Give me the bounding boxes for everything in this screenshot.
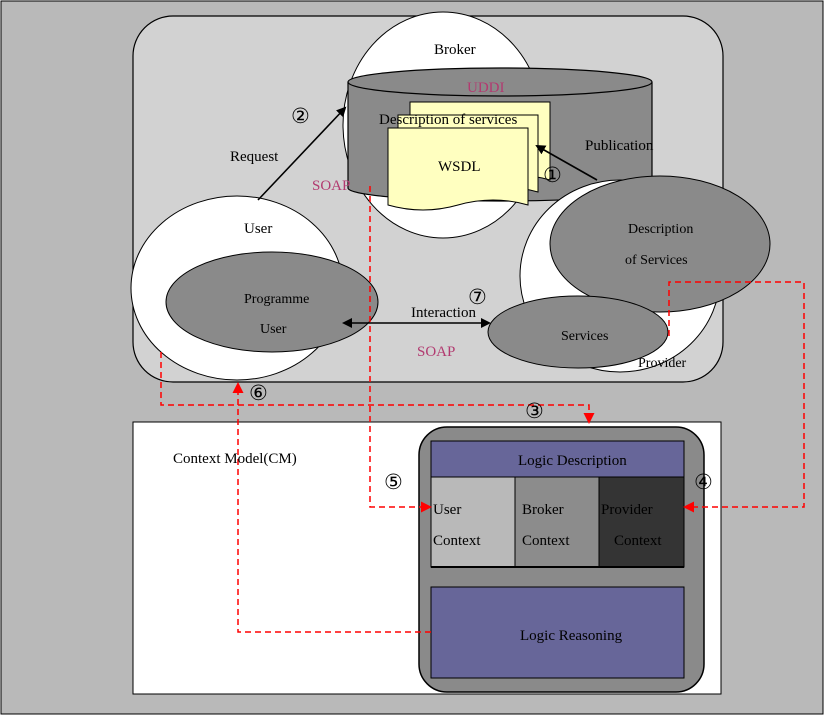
publication-label: Publication xyxy=(585,138,654,154)
dashed-path-4 xyxy=(668,281,805,513)
services-label: Services xyxy=(561,329,608,344)
broker-context-label-line2: Context xyxy=(522,533,570,549)
publication-arrow xyxy=(535,145,598,181)
step-2-marker: ② xyxy=(291,104,310,128)
description-label-line2: of Services xyxy=(625,253,688,268)
request-label: Request xyxy=(230,149,279,165)
soap-top-label: SOAP xyxy=(312,178,350,194)
step-5-marker: ⑤ xyxy=(384,470,403,494)
user-context-label-line1: User xyxy=(433,502,461,518)
logic-reasoning-box xyxy=(430,586,685,679)
programme-user-label: User xyxy=(260,322,287,337)
programme-label: Programme xyxy=(244,292,309,307)
dashed-path-5 xyxy=(369,186,432,513)
services-ellipse xyxy=(487,295,669,369)
programme-user-ellipse xyxy=(165,251,379,353)
soap-bottom-label: SOAP xyxy=(417,344,455,360)
step-7-marker: ⑦ xyxy=(468,285,487,309)
logic-description-bar xyxy=(430,440,685,478)
provider-context-box xyxy=(598,476,685,568)
logic-reasoning-label: Logic Reasoning xyxy=(520,628,623,644)
broker-label: Broker xyxy=(434,42,476,58)
step-3-marker: ③ xyxy=(525,399,544,423)
uddi-label: UDDI xyxy=(467,80,505,96)
description-services-ellipse xyxy=(549,175,771,313)
broker-context-box xyxy=(514,476,600,568)
description-label-line1: Description xyxy=(628,222,693,237)
step-1-marker: ① xyxy=(543,163,562,187)
provider-context-label-line2: Context xyxy=(614,533,662,549)
step-6-marker: ⑥ xyxy=(249,381,268,405)
provider-context-label-line1: Provider xyxy=(601,502,653,518)
wsdl-documents xyxy=(387,101,551,211)
dashed-path-6 xyxy=(232,382,431,633)
description-of-services-label: Description of services xyxy=(379,112,517,128)
context-model-label: Context Model(CM) xyxy=(173,451,297,467)
user-context-box xyxy=(430,476,516,568)
broker-context-label-line1: Broker xyxy=(522,502,564,518)
logic-description-label: Logic Description xyxy=(518,453,627,469)
user-context-label-line2: Context xyxy=(433,533,481,549)
provider-label: Provider xyxy=(638,356,687,371)
request-arrow xyxy=(257,106,347,201)
step-4-marker: ④ xyxy=(694,470,713,494)
interaction-label: Interaction xyxy=(411,305,476,321)
wsdl-label: WSDL xyxy=(438,159,481,175)
user-label: User xyxy=(244,221,272,237)
